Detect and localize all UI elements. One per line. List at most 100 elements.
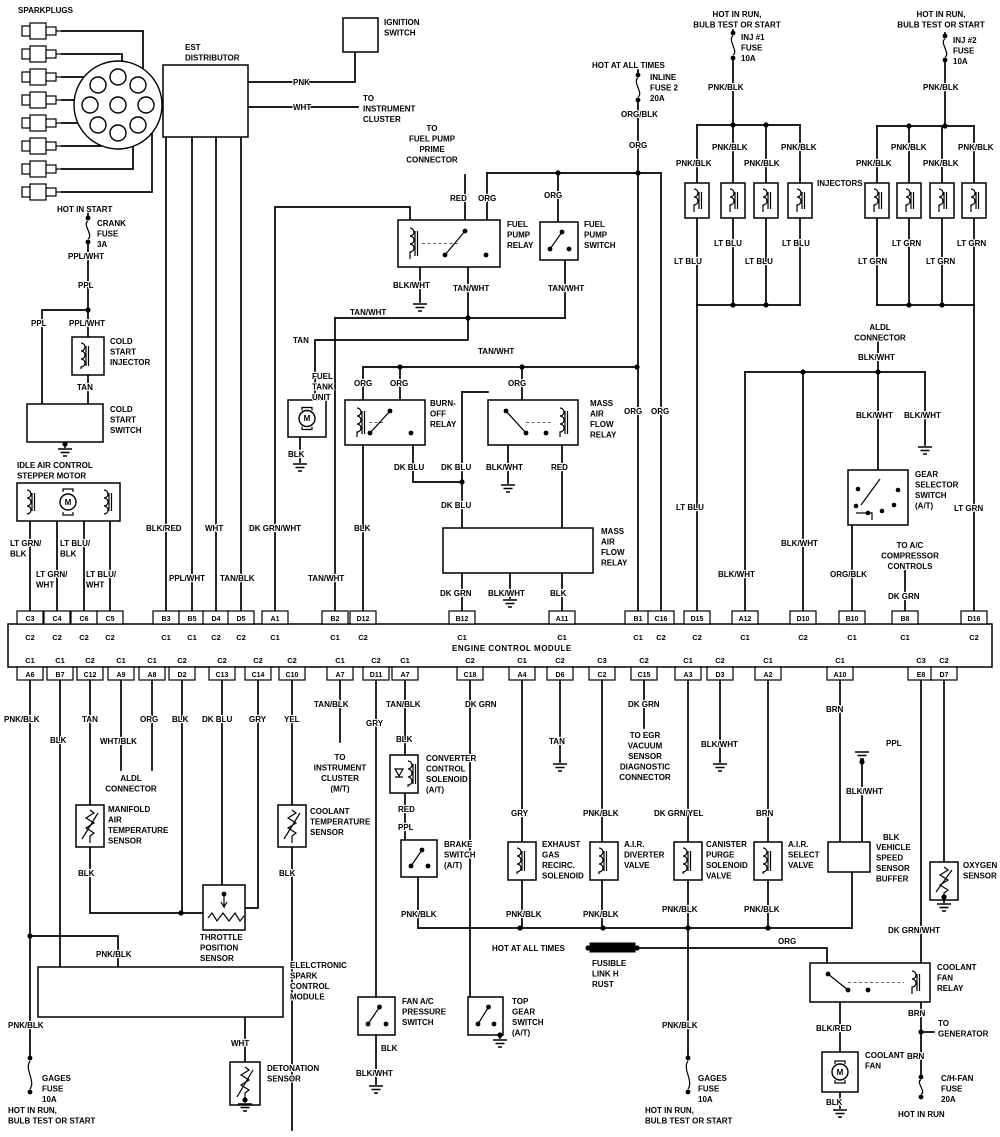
diagram-label: BLK [50, 736, 67, 745]
diagram-label: DK BLU [394, 463, 424, 472]
connector-pin-label: C1 [335, 656, 345, 665]
diagram-label: BLK [826, 1098, 843, 1107]
throttle-position-sensor-box [202, 884, 246, 931]
ground-symbol [501, 484, 515, 493]
fuel-tank-unit-box [287, 399, 327, 438]
diagram-label: WHT [293, 103, 311, 112]
fuse-symbol [685, 1055, 691, 1095]
connector-pin-label: C1 [400, 656, 410, 665]
fuse-symbol [730, 30, 736, 61]
diagram-label: DK GRN/WHT [249, 524, 301, 533]
diagram-label: BLK [883, 833, 900, 842]
junction-dot [27, 933, 33, 939]
diagram-label: ORG [354, 379, 372, 388]
junction-dot [497, 1032, 503, 1038]
connector-id: B2 [331, 616, 340, 623]
diagram-label: LT GRN [957, 239, 986, 248]
connector-id: A7 [401, 672, 410, 679]
connector-id: D2 [178, 672, 187, 679]
diagram-label: HOT IN RUN,BULB TEST OR START [897, 10, 985, 30]
diagram-label: BLK/WHT [701, 740, 738, 749]
diagram-label: TAN/WHT [453, 284, 489, 293]
spark-plug [21, 22, 62, 40]
connector-id: E8 [917, 672, 926, 679]
diagram-label: LT BLU/WHT [86, 570, 117, 590]
diagram-label: DK GRN [628, 700, 660, 709]
ground-symbol [937, 903, 951, 912]
diagram-label: ORG [778, 937, 796, 946]
connector-pin-label: C1 [633, 633, 643, 642]
coolant-fan-box [821, 1051, 859, 1093]
fuse-symbol [942, 33, 948, 63]
connector-id: A11 [556, 616, 569, 623]
mass-air-flow-lower-box [442, 527, 594, 574]
diagram-label: PPL [398, 823, 414, 832]
diagram-label: BLK/WHT [858, 353, 895, 362]
connector-id: D4 [212, 616, 221, 623]
connector-id: D5 [237, 616, 246, 623]
connector-id: A12 [739, 616, 752, 623]
connector-id: D6 [556, 672, 565, 679]
diagram-label: DK GRN/WHT [888, 926, 940, 935]
diagram-label: BLK [550, 589, 567, 598]
junction-dot [585, 945, 591, 951]
wire [244, 680, 259, 909]
diagram-label: M [304, 414, 311, 423]
wire [89, 846, 204, 914]
connector-pin-label: C1 [763, 656, 773, 665]
connector-id: B5 [188, 616, 197, 623]
wire [41, 309, 89, 405]
ground-symbol [369, 1085, 383, 1094]
diagram-label: PNK [293, 78, 310, 87]
ground-symbol [855, 751, 869, 760]
junction-dot [918, 1029, 924, 1035]
connector-pin-label: C1 [147, 656, 157, 665]
diagram-label: PNK/BLK [712, 143, 748, 152]
connector-id: C14 [252, 672, 265, 679]
diagram-label: LT BLU [745, 257, 773, 266]
diagram-label: BRN [908, 1009, 926, 1018]
connector-id: C18 [464, 672, 477, 679]
idle-air-control-stepper-motor-box [16, 482, 121, 522]
diagram-label: GRY [249, 715, 267, 724]
diagram-label: PNK/BLK [891, 143, 927, 152]
fuel-pump-relay-box [397, 219, 501, 268]
diagram-label: HOT AT ALL TIMES [492, 944, 566, 953]
gear-selector-switch-box [847, 469, 909, 526]
diagram-label: ORG/BLK [830, 570, 867, 579]
diagram-label: DK GRN/YEL [654, 809, 703, 818]
diagram-label: PPL [886, 739, 902, 748]
diagram-label: HOT AT ALL TIMES [592, 61, 666, 70]
junction-dot [85, 307, 91, 313]
connector-id: C5 [106, 616, 115, 623]
diagram-label: ORG/BLK [621, 110, 658, 119]
diagram-label: PNK/BLK [662, 1021, 698, 1030]
diagram-label: PNK/BLK [8, 1021, 44, 1030]
connector-pin-label: C2 [217, 656, 227, 665]
injector-box [720, 182, 746, 219]
diagram-label: BLK/WHT [718, 570, 755, 579]
diagram-label: LT BLU/BLK [60, 539, 91, 559]
